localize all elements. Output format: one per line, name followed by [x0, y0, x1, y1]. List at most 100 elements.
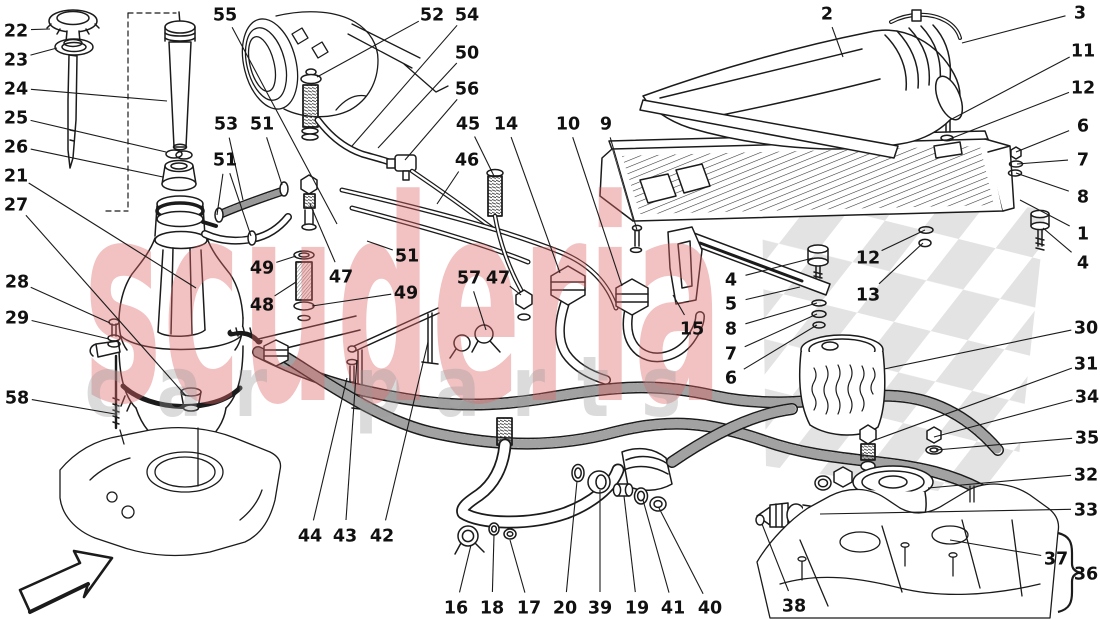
leader-line-23 — [30, 47, 58, 56]
filler-tube — [164, 11, 196, 151]
leader-line-58 — [31, 399, 116, 415]
callout-38: 38 — [782, 597, 806, 617]
leader-line-33 — [819, 508, 1072, 515]
leader-line-34 — [933, 399, 1073, 438]
leader-line-45 — [474, 136, 495, 177]
callout-6: 6 — [1077, 117, 1089, 137]
leader-line-48 — [274, 281, 297, 297]
leader-line-22 — [30, 28, 51, 31]
leader-line-7 — [744, 313, 818, 348]
callout-16: 16 — [444, 599, 468, 619]
callout-34: 34 — [1075, 388, 1099, 408]
leader-line-50 — [377, 62, 458, 149]
callout-10: 10 — [556, 115, 580, 135]
callout-47: 47 — [329, 268, 353, 288]
callout-21: 21 — [4, 167, 28, 187]
leader-line-51 — [266, 137, 283, 186]
leader-line-3 — [961, 15, 1066, 44]
leader-line-51 — [229, 173, 252, 237]
leader-line-8 — [745, 302, 818, 325]
callout-20: 20 — [553, 599, 577, 619]
callout-31: 31 — [1074, 355, 1098, 375]
callout-4: 4 — [725, 271, 737, 291]
callout-23: 23 — [4, 51, 28, 71]
callout-51: 51 — [250, 115, 274, 135]
main-oil-hoses — [252, 339, 1018, 518]
callout-3: 3 — [1074, 4, 1086, 24]
callout-2: 2 — [821, 5, 833, 25]
callout-12: 12 — [856, 249, 880, 269]
leader-line-11 — [949, 56, 1070, 121]
callout-29: 29 — [5, 309, 29, 329]
leader-line-29 — [31, 319, 110, 340]
callout-19: 19 — [625, 599, 649, 619]
leader-line-55 — [231, 26, 338, 225]
callout-51: 51 — [395, 247, 419, 267]
tube-o-ring — [165, 149, 193, 160]
callout-42: 42 — [370, 527, 394, 547]
leader-line-16 — [458, 544, 472, 593]
radiator-union-pipes — [550, 265, 705, 385]
callout-15: 15 — [680, 320, 704, 340]
leader-line-4 — [745, 257, 814, 276]
leader-line-30 — [883, 329, 1072, 370]
callout-14: 14 — [494, 115, 518, 135]
leader-line-37 — [949, 539, 1042, 557]
leader-line-28 — [30, 286, 111, 324]
leader-line-24 — [30, 88, 168, 102]
leader-line-6 — [743, 324, 818, 370]
leader-line-9 — [609, 137, 638, 231]
callout-28: 28 — [5, 273, 29, 293]
leader-line-57 — [473, 291, 487, 331]
callout-44: 44 — [298, 527, 322, 547]
dipstick-rod — [67, 54, 78, 169]
callout-1: 1 — [1077, 225, 1089, 245]
assembly-dashed-lines — [105, 12, 177, 212]
leader-line-44 — [312, 377, 348, 521]
leader-line-52 — [316, 20, 420, 78]
callout-12: 12 — [1071, 79, 1095, 99]
callout-48: 48 — [250, 296, 274, 316]
callout-58: 58 — [5, 389, 29, 409]
callout-6: 6 — [725, 369, 737, 389]
callout-40: 40 — [698, 599, 722, 619]
engine-block — [756, 483, 1060, 619]
leader-line-41 — [642, 499, 670, 593]
breather-pipe-assembly — [253, 68, 361, 355]
callout-35: 35 — [1075, 429, 1099, 449]
leader-line-12 — [881, 229, 926, 252]
callout-49: 49 — [250, 259, 274, 279]
leader-line-47 — [309, 203, 336, 263]
leader-line-31 — [874, 367, 1073, 441]
callout-13: 13 — [856, 286, 880, 306]
leader-line-49 — [276, 255, 297, 263]
callout-51: 51 — [213, 151, 237, 171]
callout-46: 46 — [455, 151, 479, 171]
oil-tank — [89, 195, 263, 449]
callout-7: 7 — [1077, 151, 1089, 171]
elbow-hose-assembly — [454, 403, 798, 555]
callout-9: 9 — [600, 115, 612, 135]
leader-line-12 — [946, 91, 1070, 141]
callout-8: 8 — [1077, 188, 1089, 208]
leader-line-53 — [228, 137, 244, 201]
callout-32: 32 — [1074, 466, 1098, 486]
callout-27: 27 — [4, 196, 28, 216]
callout-50: 50 — [455, 44, 479, 64]
callout-17: 17 — [517, 599, 541, 619]
callout-26: 26 — [4, 138, 28, 158]
callout-36: 36 — [1074, 565, 1098, 585]
callout-11: 11 — [1071, 42, 1095, 62]
leader-line-26 — [30, 148, 164, 178]
callout-30: 30 — [1074, 319, 1098, 339]
leader-line-43 — [345, 359, 358, 521]
leader-line-49 — [311, 293, 392, 307]
callout-25: 25 — [4, 109, 28, 129]
callout-22: 22 — [4, 22, 28, 42]
callout-56: 56 — [455, 80, 479, 100]
leader-line-1 — [1019, 199, 1070, 227]
callout-47: 47 — [486, 269, 510, 289]
